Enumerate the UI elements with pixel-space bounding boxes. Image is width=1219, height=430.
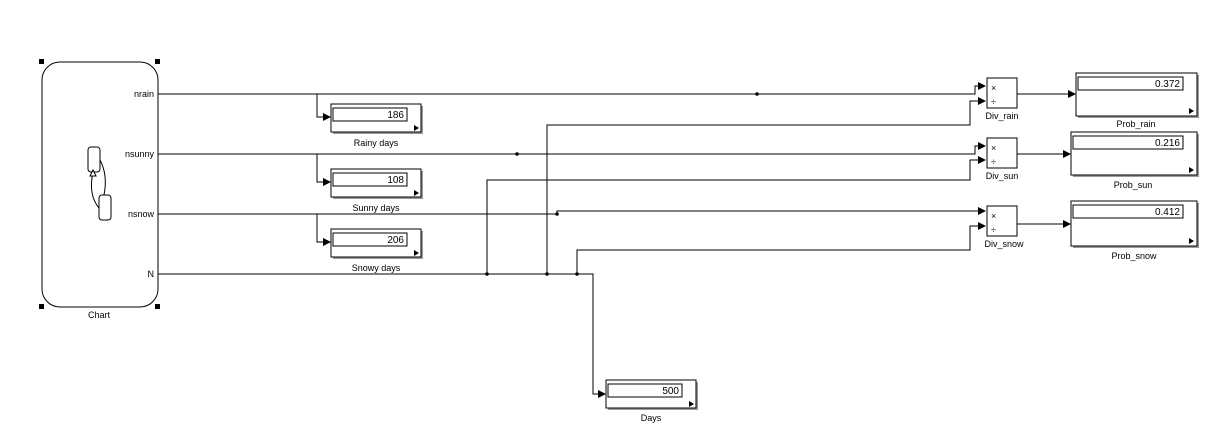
- display-resize-icon: [414, 190, 419, 196]
- display-value: 186: [387, 110, 404, 121]
- wire-nsunny-display[interactable]: [316, 154, 331, 186]
- wire-n-div-sun[interactable]: [486, 156, 986, 274]
- wire-n-div-snow[interactable]: [576, 222, 986, 274]
- display-snowy-days[interactable]: 206 Snowy days: [330, 228, 423, 273]
- stateflow-chart-icon: [87, 146, 112, 221]
- selection-handle[interactable]: [155, 59, 160, 64]
- selection-handle[interactable]: [39, 59, 44, 64]
- display-prob-snow[interactable]: 0.412 Prob_snow: [1070, 200, 1199, 261]
- wire-nsunny[interactable]: [158, 142, 986, 155]
- display-label: Sunny days: [352, 203, 400, 213]
- display-label: Snowy days: [352, 263, 401, 273]
- branch-point: [545, 272, 549, 276]
- divide-block-label: Div_sun: [986, 171, 1019, 181]
- display-resize-icon: [1189, 238, 1194, 244]
- display-days[interactable]: 500 Days: [605, 379, 698, 423]
- signal-lines: [158, 82, 1076, 398]
- branch-point: [755, 92, 759, 96]
- wire-nsnow[interactable]: [158, 207, 986, 215]
- display-label: Prob_rain: [1116, 119, 1155, 129]
- divide-block-rain[interactable]: × ÷ Div_rain: [985, 77, 1019, 121]
- chart-port-nsunny: nsunny: [125, 149, 155, 159]
- divide-icon: ÷: [991, 97, 996, 107]
- chart-label: Chart: [88, 310, 111, 320]
- branch-point: [485, 272, 489, 276]
- display-resize-icon: [414, 125, 419, 131]
- chart-port-n: N: [148, 269, 155, 279]
- display-label: Days: [641, 413, 662, 423]
- wire-n-div-rain[interactable]: [546, 97, 986, 274]
- display-resize-icon: [689, 401, 694, 407]
- display-prob-sun[interactable]: 0.216 Prob_sun: [1070, 131, 1199, 190]
- branch-point: [555, 212, 559, 216]
- selection-handle[interactable]: [155, 304, 160, 309]
- selection-handle[interactable]: [39, 304, 44, 309]
- display-resize-icon: [1189, 108, 1194, 114]
- wire-nsnow-display[interactable]: [316, 214, 331, 246]
- display-resize-icon: [414, 250, 419, 256]
- branch-point: [575, 272, 579, 276]
- display-value: 108: [387, 175, 404, 186]
- divide-block-snow[interactable]: × ÷ Div_snow: [984, 205, 1024, 249]
- display-value: 206: [387, 235, 404, 246]
- display-label: Rainy days: [354, 138, 399, 148]
- wire-nrain[interactable]: [158, 82, 986, 95]
- divide-block-sun[interactable]: × ÷ Div_sun: [986, 137, 1019, 181]
- divide-icon: ÷: [991, 157, 996, 167]
- chart-port-nsnow: nsnow: [128, 209, 155, 219]
- wire-n-days[interactable]: [158, 273, 606, 398]
- multiply-icon: ×: [991, 211, 996, 221]
- display-prob-rain[interactable]: 0.372 Prob_rain: [1075, 72, 1199, 129]
- divide-icon: ÷: [991, 225, 996, 235]
- chart-block[interactable]: nrain nsunny nsnow N Chart: [39, 59, 160, 320]
- divide-block-label: Div_snow: [984, 239, 1024, 249]
- display-label: Prob_sun: [1114, 180, 1153, 190]
- divide-block-label: Div_rain: [985, 111, 1018, 121]
- multiply-icon: ×: [991, 83, 996, 93]
- multiply-icon: ×: [991, 143, 996, 153]
- display-value: 0.372: [1155, 79, 1180, 90]
- display-rainy-days[interactable]: 186 Rainy days: [330, 103, 423, 148]
- display-label: Prob_snow: [1111, 251, 1157, 261]
- display-sunny-days[interactable]: 108 Sunny days: [330, 168, 423, 213]
- display-value: 500: [662, 386, 679, 397]
- display-resize-icon: [1189, 167, 1194, 173]
- branch-point: [515, 152, 519, 156]
- display-value: 0.412: [1155, 207, 1180, 218]
- wire-nrain-display[interactable]: [316, 94, 331, 121]
- chart-port-nrain: nrain: [134, 89, 154, 99]
- display-value: 0.216: [1155, 138, 1180, 149]
